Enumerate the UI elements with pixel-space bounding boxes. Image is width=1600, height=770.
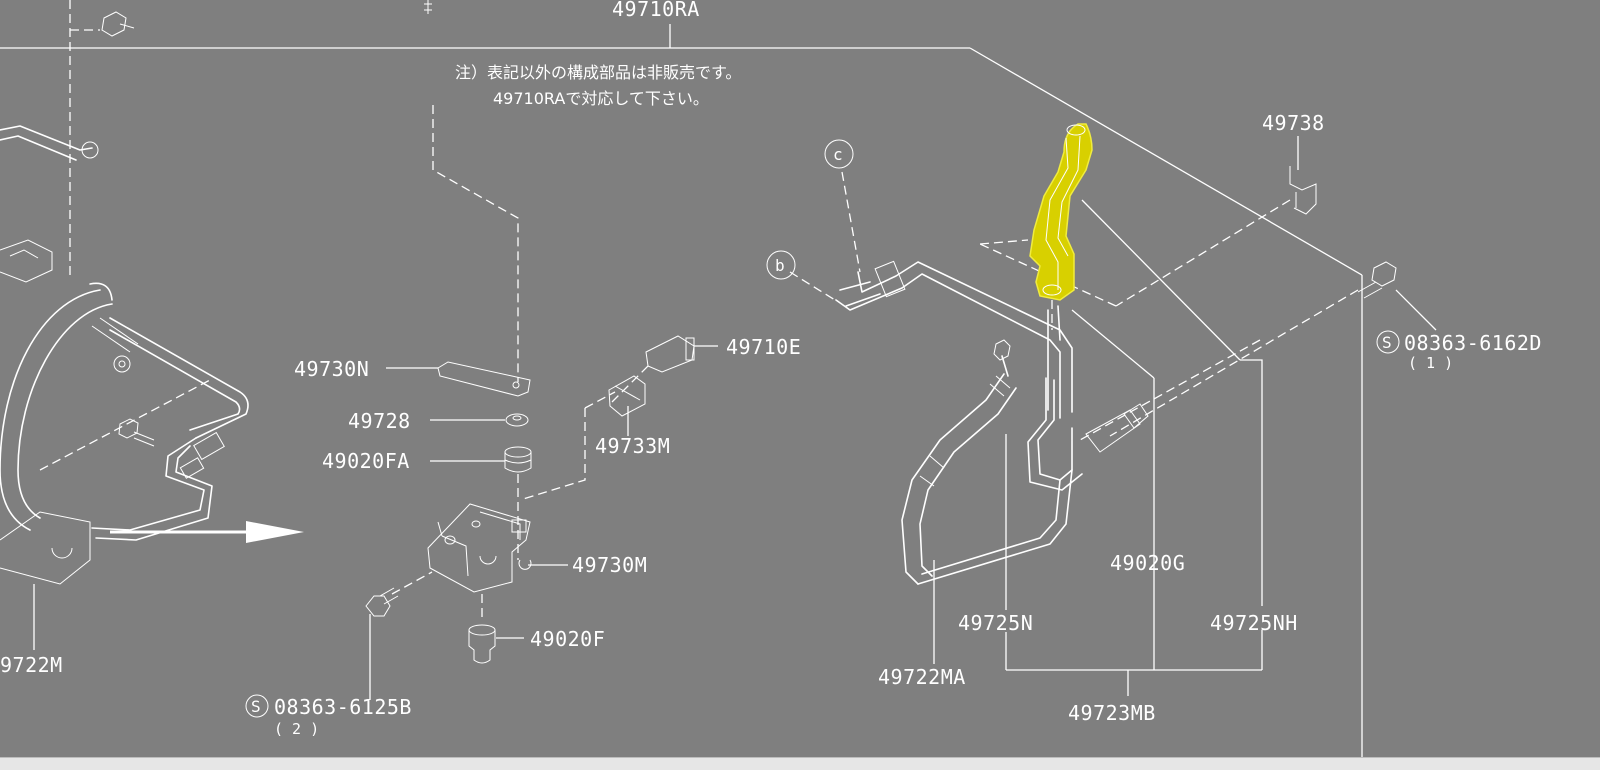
middle-bracket-drawing <box>365 105 718 700</box>
left-assembly-drawing <box>0 0 432 650</box>
qty-label-08363-6162D: ( 1 ) <box>1408 354 1453 372</box>
screw-symbol-right: S <box>1376 330 1400 354</box>
ref-circle-c-letter: c <box>833 145 843 164</box>
highlighted-part-pipe[interactable] <box>1029 123 1093 301</box>
part-label-49020FA[interactable]: 49020FA <box>322 449 410 473</box>
note-line-2: 49710RAで対応して下さい。 <box>493 89 709 108</box>
part-label-49710RA[interactable]: 49710RA <box>612 0 700 21</box>
part-label-49730N[interactable]: 49730N <box>294 357 369 381</box>
top-callout-lines <box>0 24 1363 769</box>
ref-circle-b: b <box>766 250 796 280</box>
note-line-1: 注）表記以外の構成部品は非販売です。 <box>455 63 741 82</box>
part-label-49733M[interactable]: 49733M <box>595 434 670 458</box>
part-label-49738[interactable]: 49738 <box>1262 111 1325 135</box>
part-label-49722MA[interactable]: 49722MA <box>878 665 966 689</box>
part-label-49723MB[interactable]: 49723MB <box>1068 701 1156 725</box>
right-assembly-drawing <box>789 136 1437 696</box>
ref-circle-c: c <box>824 139 854 169</box>
screw-symbol-left-letter: S <box>251 697 261 716</box>
part-label-08363-6162D[interactable]: 08363-6162D <box>1404 331 1542 355</box>
part-label-49710E[interactable]: 49710E <box>726 335 801 359</box>
part-label-08363-6125B[interactable]: 08363-6125B <box>274 695 412 719</box>
qty-label-08363-6125B: ( 2 ) <box>274 720 319 738</box>
part-label-49728[interactable]: 49728 <box>348 409 411 433</box>
screw-symbol-right-letter: S <box>1382 333 1392 352</box>
part-label-49730M[interactable]: 49730M <box>572 553 647 577</box>
part-label-49020G[interactable]: 49020G <box>1110 551 1185 575</box>
screw-symbol-left: S <box>245 694 269 718</box>
part-label-49020F[interactable]: 49020F <box>530 627 605 651</box>
part-label-49725N[interactable]: 49725N <box>958 611 1033 635</box>
part-label-49725NH[interactable]: 49725NH <box>1210 611 1298 635</box>
ref-circle-b-letter: b <box>775 256 785 275</box>
part-label-49722M[interactable]: 9722M <box>0 653 63 677</box>
viewer-bottom-bar <box>0 757 1600 770</box>
